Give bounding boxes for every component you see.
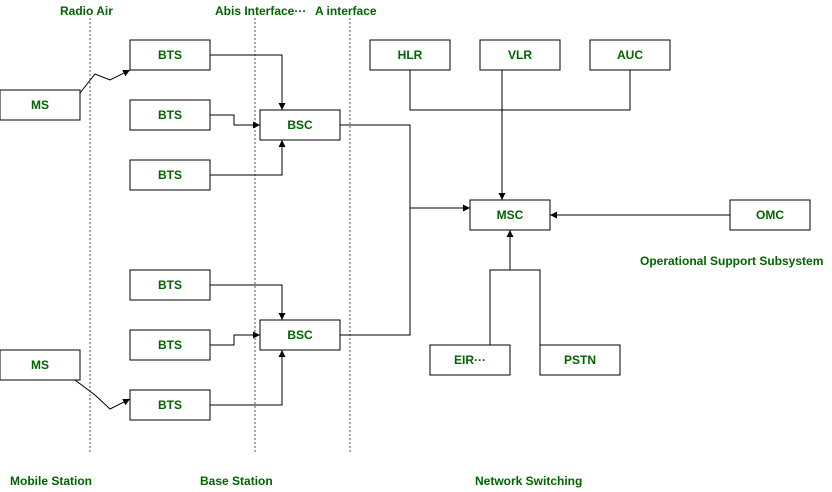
label-network-switching: Network Switching (475, 474, 582, 488)
edge-bts-1-to-bsc-top (210, 54, 286, 110)
node-bsc-top: BSC (259, 109, 341, 141)
edge-bts-3-to-bsc-top (210, 140, 286, 176)
edge-eir-pstn-bus (489, 269, 541, 345)
node-label-bts-2: BTS (158, 108, 182, 122)
node-pstn: PSTN (539, 344, 621, 376)
node-bts-4: BTS (129, 269, 211, 301)
node-msc: MSC (469, 199, 551, 231)
edge-bts-6-to-bsc-bottom (210, 350, 286, 406)
node-label-ms-bottom: MS (31, 358, 49, 372)
node-eir: EIR··· (429, 344, 511, 376)
node-bts-5: BTS (129, 329, 211, 361)
zone-label-radio-air: Radio Air (60, 4, 113, 18)
edge-bsc-top-to-trunk (340, 124, 411, 336)
node-label-bts-4: BTS (158, 278, 182, 292)
node-label-vlr: VLR (508, 48, 532, 62)
connections (74, 54, 730, 410)
edge-ms-bottom-to-bts-6 (74, 379, 131, 410)
node-label-bts-5: BTS (158, 338, 182, 352)
node-label-bts-3: BTS (158, 168, 182, 182)
label-mobile-station: Mobile Station (10, 474, 92, 488)
node-bts-6: BTS (129, 389, 211, 421)
node-bts-1: BTS (129, 39, 211, 71)
edge-ms-top-to-bts-1 (79, 69, 131, 94)
node-label-hlr: HLR (398, 48, 423, 62)
label-base-station: Base Station (200, 474, 273, 488)
node-label-ms-top: MS (31, 98, 49, 112)
edge-hlr-auc-bus (409, 70, 631, 111)
label-operational-support-subsystem: Operational Support Subsystem (640, 254, 823, 268)
node-omc: OMC (729, 199, 811, 231)
node-label-bsc-top: BSC (287, 118, 313, 132)
node-ms-bottom: MS (0, 349, 81, 381)
node-label-omc: OMC (756, 208, 784, 222)
edge-bts-2-to-bsc-top (210, 114, 260, 129)
node-label-auc: AUC (617, 48, 643, 62)
node-bts-3: BTS (129, 159, 211, 191)
node-ms-top: MS (0, 89, 81, 121)
node-label-bts-1: BTS (158, 48, 182, 62)
node-bsc-bottom: BSC (259, 319, 341, 351)
zone-label-abis-interface: Abis Interface··· (215, 4, 306, 18)
edge-bts-4-to-bsc-bottom (210, 284, 286, 320)
node-label-eir: EIR··· (454, 353, 486, 367)
node-vlr: VLR (479, 39, 561, 71)
node-hlr: HLR (369, 39, 451, 71)
node-label-bts-6: BTS (158, 398, 182, 412)
node-bts-2: BTS (129, 99, 211, 131)
zone-label-a-interface: A interface (315, 4, 377, 18)
node-label-bsc-bottom: BSC (287, 328, 313, 342)
node-label-msc: MSC (497, 208, 524, 222)
edge-bts-5-to-bsc-bottom (210, 331, 260, 346)
node-label-pstn: PSTN (564, 353, 596, 367)
node-auc: AUC (589, 39, 671, 71)
